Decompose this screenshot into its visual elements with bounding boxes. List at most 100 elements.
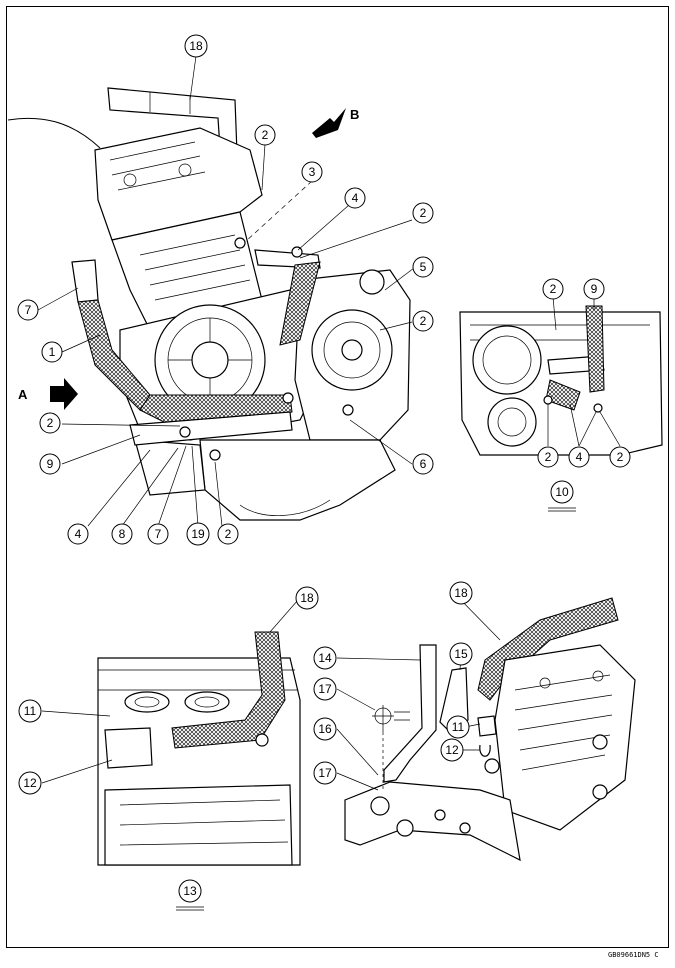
callout-number: 2 bbox=[225, 527, 232, 541]
callout-number: 12 bbox=[445, 743, 459, 757]
callout-c2c: 2 bbox=[412, 310, 434, 332]
callout-circle bbox=[254, 124, 276, 146]
callout-circle bbox=[39, 412, 61, 434]
callout-c11b: 11 bbox=[446, 715, 470, 739]
callout-c17a: 17 bbox=[313, 677, 337, 701]
callout-circle bbox=[313, 646, 337, 670]
callout-number: 4 bbox=[352, 191, 359, 205]
callout-number: 4 bbox=[576, 450, 583, 464]
callout-circle bbox=[147, 523, 169, 545]
callout-c2b: 2 bbox=[412, 202, 434, 224]
callout-c3: 3 bbox=[301, 161, 323, 183]
callout-circle bbox=[67, 523, 89, 545]
detail-view-10 bbox=[459, 296, 663, 456]
callout-c6: 6 bbox=[412, 453, 434, 475]
callout-number: 9 bbox=[591, 282, 598, 296]
callout-number: 16 bbox=[318, 722, 332, 736]
callout-number: 2 bbox=[262, 128, 269, 142]
callout-circle bbox=[295, 586, 319, 610]
callout-circle bbox=[39, 453, 61, 475]
callout-circle bbox=[449, 581, 473, 605]
callout-circle bbox=[412, 256, 434, 278]
view-label-b: B bbox=[350, 107, 359, 122]
callout-number: 2 bbox=[420, 314, 427, 328]
callout-c15: 15 bbox=[449, 642, 473, 666]
callout-c2h: 2 bbox=[609, 446, 631, 468]
detail-10-underline bbox=[548, 507, 576, 512]
callout-number: 4 bbox=[75, 527, 82, 541]
callout-number: 2 bbox=[617, 450, 624, 464]
callout-circle bbox=[550, 480, 574, 504]
callout-number: 2 bbox=[545, 450, 552, 464]
callout-circle bbox=[412, 310, 434, 332]
callout-circle bbox=[313, 677, 337, 701]
callout-circle bbox=[18, 699, 42, 723]
callout-circle bbox=[17, 299, 39, 321]
callout-circle bbox=[412, 453, 434, 475]
callout-number: 19 bbox=[191, 527, 205, 541]
callout-c18c: 18 bbox=[295, 586, 319, 610]
callout-c4a: 4 bbox=[344, 187, 366, 209]
callout-number: 18 bbox=[454, 586, 468, 600]
callout-circle bbox=[217, 523, 239, 545]
callout-number: 15 bbox=[454, 647, 468, 661]
callout-circle bbox=[568, 446, 590, 468]
callout-c12a: 12 bbox=[18, 771, 42, 795]
callout-c2g: 2 bbox=[537, 446, 559, 468]
callout-c5: 5 bbox=[412, 256, 434, 278]
callout-circle bbox=[446, 715, 470, 739]
view-label-a: A bbox=[18, 387, 28, 402]
callout-c4b: 4 bbox=[67, 523, 89, 545]
callout-c17b: 17 bbox=[313, 761, 337, 785]
callout-circle bbox=[41, 341, 63, 363]
callout-c9b: 9 bbox=[583, 278, 605, 300]
callout-number: 17 bbox=[318, 766, 332, 780]
callout-circle bbox=[301, 161, 323, 183]
callout-c18b: 18 bbox=[449, 581, 473, 605]
callout-number: 14 bbox=[318, 651, 332, 665]
callout-number: 10 bbox=[555, 485, 569, 499]
callout-c13: 13 bbox=[178, 879, 202, 903]
diagram-frame bbox=[6, 6, 669, 948]
callout-circle bbox=[344, 187, 366, 209]
callout-number: 5 bbox=[420, 260, 427, 274]
callout-number: 1 bbox=[49, 345, 56, 359]
callout-c2a: 2 bbox=[254, 124, 276, 146]
callout-number: 2 bbox=[420, 206, 427, 220]
callout-c2f: 2 bbox=[542, 278, 564, 300]
callout-circle bbox=[313, 717, 337, 741]
callout-circle bbox=[583, 278, 605, 300]
main-engine-view bbox=[7, 55, 415, 527]
callout-c1: 1 bbox=[41, 341, 63, 363]
callout-c18a: 18 bbox=[184, 34, 208, 58]
callout-circle bbox=[111, 523, 133, 545]
callout-c4c: 4 bbox=[568, 446, 590, 468]
callout-c11a: 11 bbox=[18, 699, 42, 723]
callout-number: 11 bbox=[24, 704, 37, 718]
callout-number: 18 bbox=[189, 39, 203, 53]
detail-view-13 bbox=[41, 599, 301, 866]
callout-number: 2 bbox=[47, 416, 54, 430]
callout-circle bbox=[537, 446, 559, 468]
callout-c16: 16 bbox=[313, 717, 337, 741]
callout-c10: 10 bbox=[550, 480, 574, 504]
callout-circle bbox=[186, 522, 210, 546]
callout-c7b: 7 bbox=[147, 523, 169, 545]
callout-c14: 14 bbox=[313, 646, 337, 670]
callout-number: 18 bbox=[300, 591, 314, 605]
callout-circle bbox=[412, 202, 434, 224]
callout-circle bbox=[449, 642, 473, 666]
callout-circle bbox=[542, 278, 564, 300]
callout-c19: 19 bbox=[186, 522, 210, 546]
callout-c7a: 7 bbox=[17, 299, 39, 321]
callout-number: 13 bbox=[183, 884, 197, 898]
detail-13-underline bbox=[176, 906, 204, 911]
callout-circle bbox=[440, 738, 464, 762]
callout-c2d: 2 bbox=[39, 412, 61, 434]
callout-number: 12 bbox=[23, 776, 37, 790]
callout-number: 11 bbox=[452, 720, 465, 734]
callout-number: 7 bbox=[155, 527, 162, 541]
callout-number: 7 bbox=[25, 303, 32, 317]
detail-view-right bbox=[336, 592, 636, 862]
callout-circle bbox=[184, 34, 208, 58]
